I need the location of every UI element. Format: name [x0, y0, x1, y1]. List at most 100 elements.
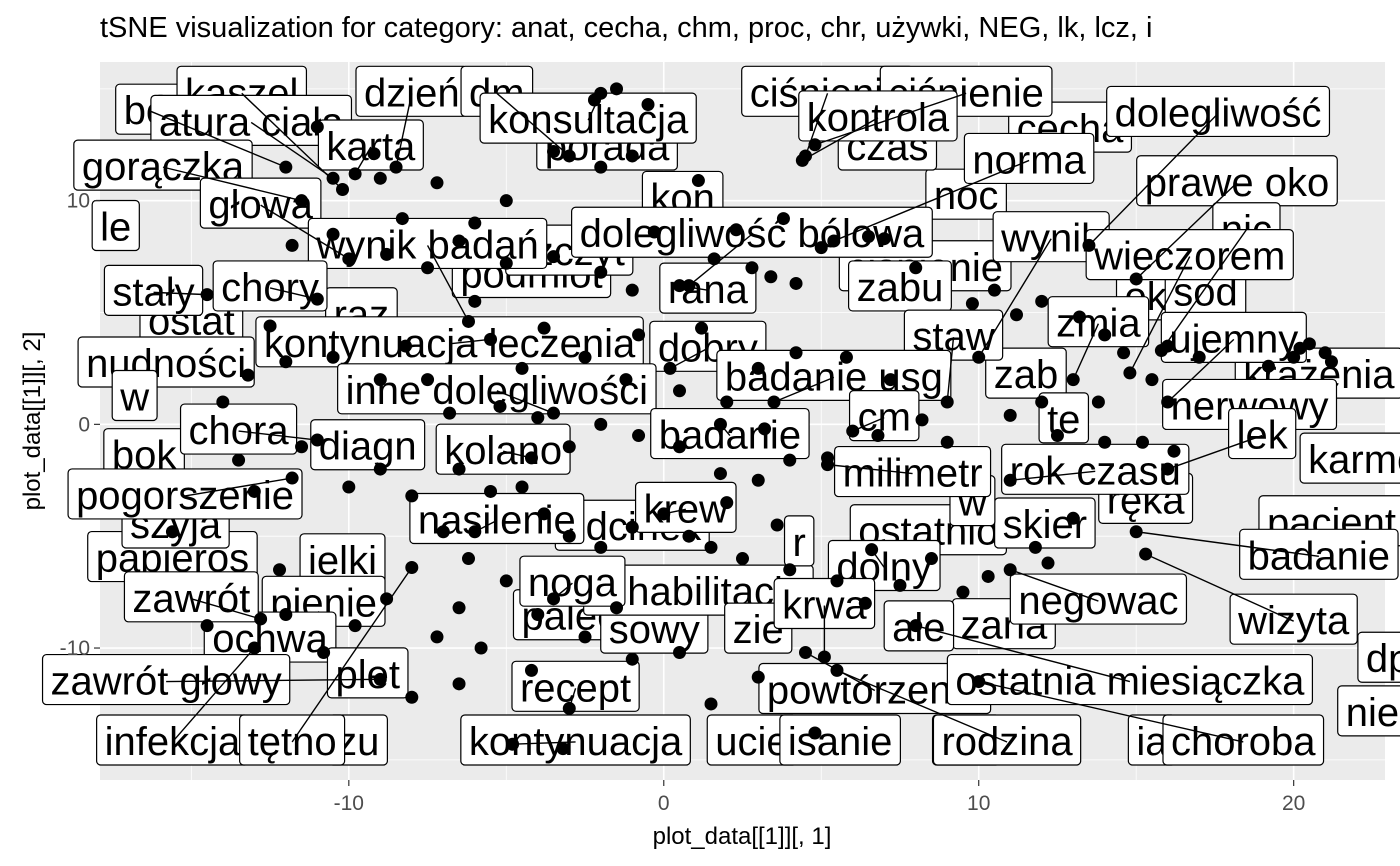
data-point — [1050, 429, 1064, 443]
data-point — [1161, 462, 1175, 476]
data-point — [776, 212, 790, 226]
data-point — [821, 451, 835, 465]
word-label-text: rodzina — [941, 720, 1073, 764]
word-label-text: nudności — [86, 342, 246, 386]
leader-line — [1009, 569, 1099, 602]
data-point — [808, 138, 822, 152]
data-point — [578, 350, 592, 364]
leader-line — [150, 110, 287, 168]
data-point — [691, 174, 705, 188]
x-axis-title: plot_data[[1]][, 1] — [653, 823, 832, 850]
data-point — [247, 484, 261, 498]
word-label-text: noga — [528, 561, 618, 605]
leader-line — [833, 159, 1030, 242]
data-point — [830, 663, 844, 677]
word-label: recept — [511, 660, 640, 712]
word-label-text: ielki — [308, 539, 377, 583]
leader-line — [191, 598, 261, 620]
x-tick-label: 0 — [658, 792, 670, 815]
word-label-box — [1239, 528, 1399, 580]
word-label-box — [848, 260, 952, 312]
leader-line — [1135, 182, 1238, 280]
word-label: dolegliwość bólowa — [571, 206, 933, 258]
word-label-box — [310, 419, 426, 471]
data-point — [547, 406, 561, 420]
word-label: wieczorem — [1085, 228, 1294, 281]
data-point — [405, 561, 419, 575]
data-point — [336, 182, 350, 196]
data-point — [745, 261, 759, 275]
data-point — [562, 440, 576, 454]
data-point — [537, 321, 551, 335]
data-point — [893, 578, 907, 592]
word-label-box — [932, 714, 1082, 766]
data-point — [808, 726, 822, 740]
word-label-text: kontynuacja — [469, 720, 683, 764]
data-point — [452, 677, 466, 691]
data-point — [1129, 525, 1143, 539]
data-point — [1072, 310, 1086, 324]
data-point — [827, 234, 841, 248]
word-label: rana — [659, 262, 757, 314]
data-point — [430, 176, 444, 190]
data-point — [474, 641, 488, 655]
data-point — [279, 355, 293, 369]
leader-line — [449, 338, 491, 345]
word-label: lek — [1227, 407, 1297, 460]
data-point — [1066, 373, 1080, 387]
word-label-text: zabu — [857, 266, 944, 310]
word-label: bok — [103, 428, 185, 480]
data-point — [342, 480, 356, 494]
word-label-box — [783, 515, 815, 567]
data-point — [285, 238, 299, 252]
data-point — [200, 288, 214, 302]
data-point — [858, 596, 872, 610]
data-point — [1091, 395, 1105, 409]
word-label: infekcja — [96, 714, 249, 766]
word-label-box — [317, 119, 424, 171]
y-tick-label: -10 — [60, 637, 90, 660]
data-point — [515, 361, 529, 375]
data-point — [1041, 556, 1055, 570]
word-label-text: diagn — [319, 425, 417, 469]
y-axis-title: plot_data[[1]][, 2] — [19, 332, 46, 511]
word-label-box — [1038, 392, 1090, 444]
data-point — [795, 153, 809, 167]
data-point — [317, 646, 331, 660]
data-point — [452, 462, 466, 476]
data-point — [493, 399, 507, 413]
word-label-text: ochwa — [212, 617, 328, 661]
word-label-box — [1047, 296, 1150, 348]
word-label-text: isanie — [788, 720, 893, 764]
data-point — [707, 252, 721, 266]
data-point — [1035, 395, 1049, 409]
word-label: dp — [1357, 631, 1400, 683]
data-point — [972, 350, 986, 364]
data-point — [924, 552, 938, 566]
word-label-text: krew — [644, 487, 729, 531]
leader-line — [978, 238, 1052, 358]
data-point — [499, 256, 513, 270]
data-point — [562, 701, 576, 715]
chart-title: tSNE visualization for category: anat, c… — [100, 12, 1153, 44]
data-point — [625, 283, 639, 297]
y-tick-label: 10 — [67, 190, 90, 213]
data-point — [443, 406, 457, 420]
leader-line — [1167, 338, 1235, 403]
data-point — [1117, 346, 1131, 360]
word-label-box — [1160, 311, 1307, 363]
word-label: chora — [179, 403, 298, 455]
word-label-box — [519, 555, 626, 607]
data-point — [531, 411, 545, 425]
data-point — [452, 601, 466, 615]
word-label-box — [571, 206, 933, 258]
word-label: norma — [963, 132, 1095, 185]
leader-line — [238, 430, 318, 441]
data-point — [594, 540, 608, 554]
data-point — [562, 149, 576, 163]
word-label: zmia — [1047, 296, 1150, 348]
word-label-text: lek — [1237, 414, 1289, 458]
leader-line — [1088, 112, 1219, 246]
